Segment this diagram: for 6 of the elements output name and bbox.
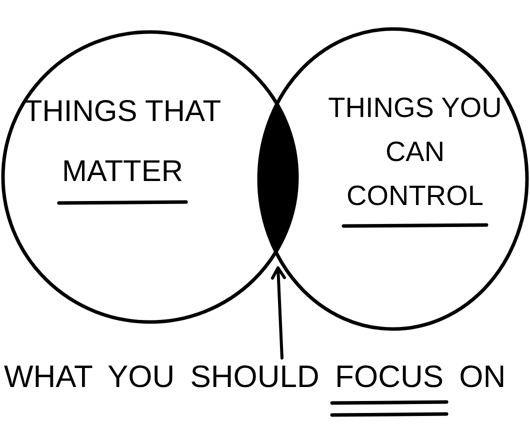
circle-label: THINGS YOU CAN CONTROL <box>327 91 503 213</box>
circle-label: THINGS THAT MATTER <box>22 94 222 190</box>
venn-circle <box>257 27 529 331</box>
focus-caption: WHAT YOU SHOULD FOCUS ON <box>4 358 506 396</box>
arrow <box>270 266 286 360</box>
venn-circle <box>1 30 299 324</box>
